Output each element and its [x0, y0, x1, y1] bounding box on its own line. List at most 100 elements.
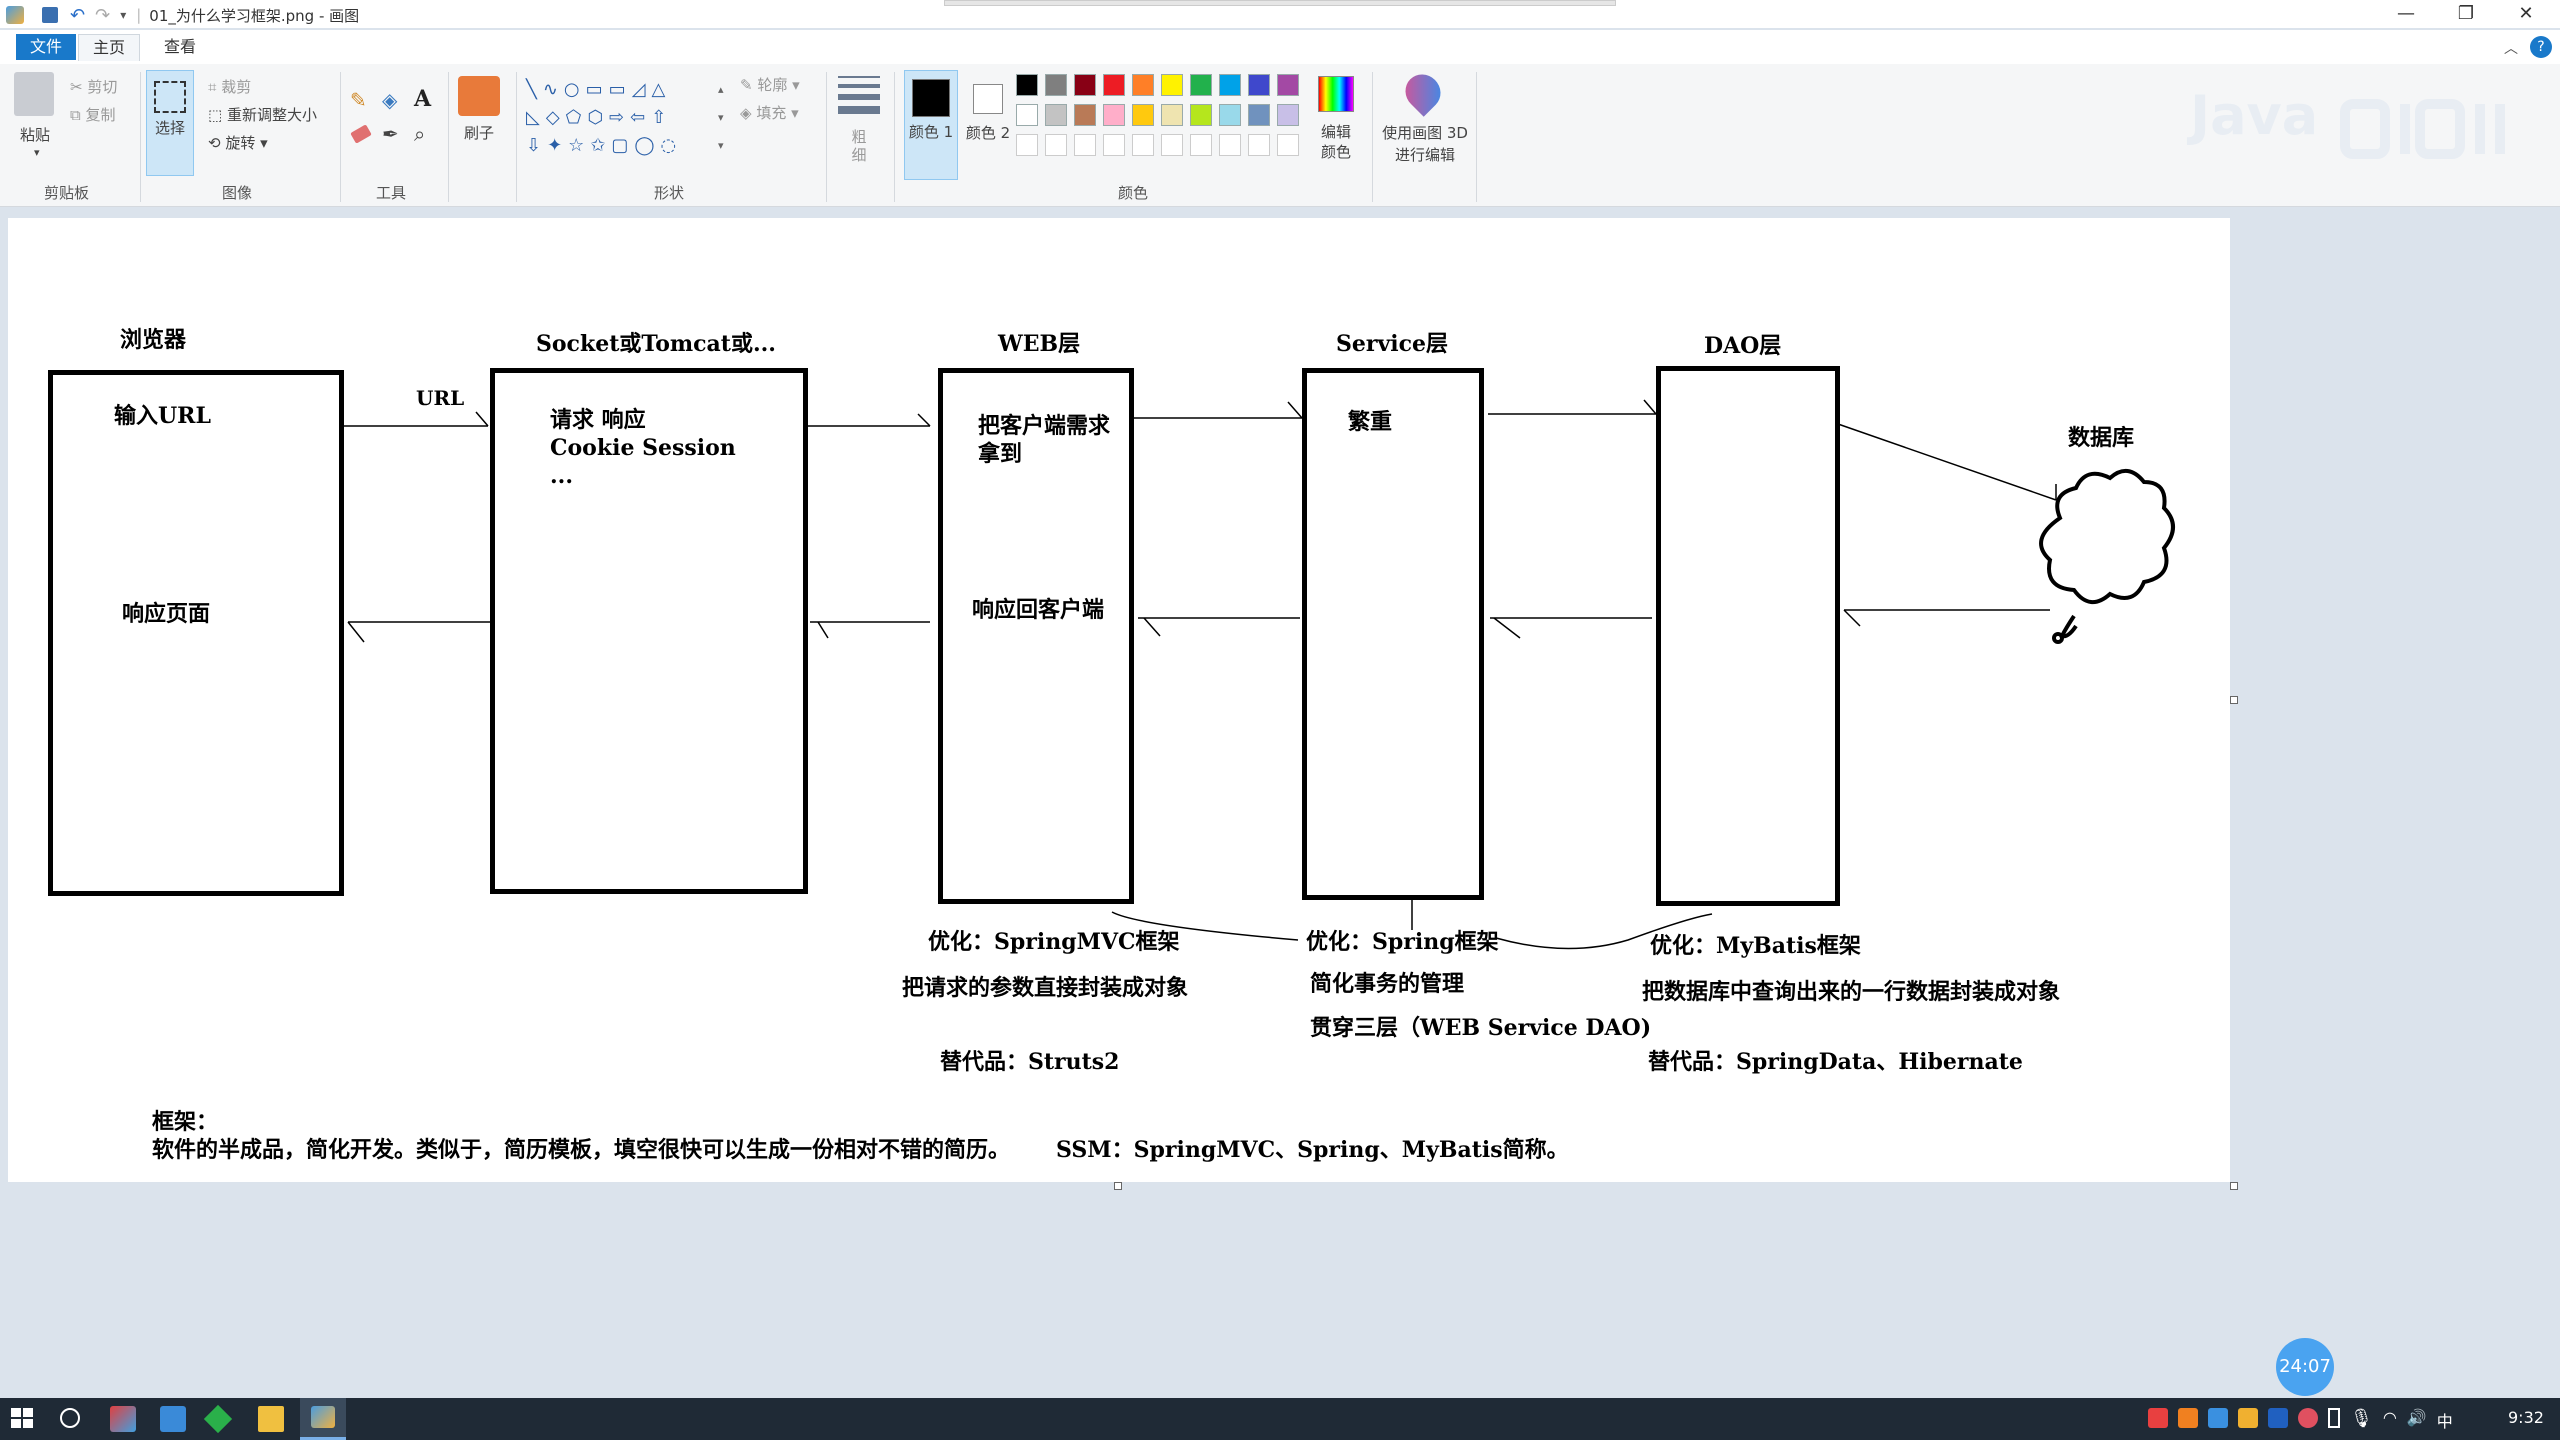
brush-icon[interactable]	[458, 76, 500, 116]
tray-icon-6[interactable]	[2298, 1408, 2318, 1428]
color-swatch[interactable]	[1045, 134, 1067, 156]
paint3d-icon[interactable]	[1398, 67, 1448, 117]
color-swatch[interactable]	[1277, 134, 1299, 156]
color-swatch[interactable]	[1016, 104, 1038, 126]
color-swatch[interactable]	[1248, 134, 1270, 156]
color-swatch[interactable]	[1103, 104, 1125, 126]
search-icon[interactable]	[58, 1406, 84, 1432]
color-swatch[interactable]	[1132, 134, 1154, 156]
collapse-ribbon-icon[interactable]: ︿	[2504, 41, 2518, 57]
color2-button[interactable]: 颜色 2	[964, 70, 1012, 180]
outline-button[interactable]: ✎ 轮廓 ▾	[740, 76, 800, 94]
color-swatch[interactable]	[1190, 104, 1212, 126]
save-icon[interactable]	[42, 7, 58, 23]
canvas-resize-handle-right[interactable]	[2230, 696, 2238, 704]
redo-icon[interactable]: ↷	[95, 4, 111, 26]
color-swatch[interactable]	[1248, 74, 1270, 96]
service-layer-content: 繁重	[1348, 409, 1393, 435]
tray-icon-1[interactable]	[2148, 1408, 2168, 1428]
ime-indicator[interactable]: 中	[2436, 1412, 2453, 1431]
network-icon[interactable]: ◠	[2382, 1408, 2397, 1427]
color-swatch[interactable]	[1277, 104, 1299, 126]
app-icon-1[interactable]	[110, 1406, 136, 1432]
tray-icon-5[interactable]	[2268, 1408, 2288, 1428]
browser-title: 浏览器	[120, 327, 187, 353]
color-swatch[interactable]	[1219, 104, 1241, 126]
cut-button[interactable]: ✂ 剪切	[70, 76, 117, 97]
socket-title: Socket或Tomcat或...	[536, 331, 776, 357]
windows-start-icon[interactable]	[10, 1406, 36, 1432]
tray-icon-4[interactable]	[2238, 1408, 2258, 1428]
color-swatch[interactable]	[1219, 74, 1241, 96]
app-icon-3[interactable]	[203, 1404, 233, 1434]
microphone-icon[interactable]: 🎙	[2350, 1408, 2373, 1429]
drawing-canvas[interactable]: 浏览器 输入URL 响应页面 URL Socket或Tomcat或... 请求 …	[8, 218, 2238, 1190]
paste-button[interactable]: 粘贴	[20, 126, 51, 144]
color-swatch[interactable]	[1016, 74, 1038, 96]
edit-colors-button[interactable]: 编辑颜色	[1320, 123, 1351, 161]
app-icon-2[interactable]	[160, 1406, 186, 1432]
canvas-resize-handle-bottom[interactable]	[1114, 1182, 1122, 1190]
copy-button[interactable]: ⧉ 复制	[70, 104, 116, 125]
crop-button[interactable]: ⌗ 裁剪	[208, 76, 251, 97]
file-explorer-icon[interactable]	[258, 1406, 284, 1432]
tab-view[interactable]: 查看	[164, 37, 197, 56]
customize-toolbar-icon[interactable]: ▾	[120, 8, 127, 22]
color-swatch[interactable]	[1219, 134, 1241, 156]
close-button[interactable]: ✕	[2518, 3, 2534, 24]
color-swatch[interactable]	[1132, 104, 1154, 126]
paste-dropdown-icon[interactable]: ▾	[34, 146, 40, 159]
color-swatch[interactable]	[1190, 134, 1212, 156]
color-swatch[interactable]	[1132, 74, 1154, 96]
color-swatch[interactable]	[1277, 74, 1299, 96]
color-swatch[interactable]	[1103, 74, 1125, 96]
video-time-badge[interactable]: 24:07	[2276, 1338, 2334, 1396]
color-swatch[interactable]	[1190, 74, 1212, 96]
help-icon[interactable]: ?	[2530, 36, 2552, 58]
volume-icon[interactable]: 🔊	[2406, 1408, 2427, 1427]
color-swatch[interactable]	[1161, 104, 1183, 126]
battery-icon[interactable]	[2328, 1408, 2340, 1428]
fill-bucket-icon[interactable]: ◈	[382, 88, 398, 112]
color-swatch[interactable]	[1103, 134, 1125, 156]
color-swatch[interactable]	[1074, 134, 1096, 156]
text-tool-icon[interactable]: A	[414, 86, 432, 112]
restore-button[interactable]: ❐	[2457, 3, 2475, 24]
edit-colors-icon[interactable]	[1318, 76, 1354, 112]
color-swatch[interactable]	[1045, 74, 1067, 96]
fill-button[interactable]: ◈ 填充 ▾	[740, 104, 799, 122]
select-button[interactable]: 选择	[146, 70, 194, 176]
paste-icon[interactable]	[14, 72, 54, 116]
tab-file[interactable]: 文件	[16, 34, 77, 60]
eraser-icon[interactable]	[350, 124, 372, 144]
color-swatch[interactable]	[1248, 104, 1270, 126]
undo-icon[interactable]: ↶	[70, 4, 86, 26]
color-swatch[interactable]	[1045, 104, 1067, 126]
line-size-icon[interactable]	[838, 76, 880, 114]
paint3d-button[interactable]: 使用画图 3D 进行编辑	[1382, 124, 1468, 164]
shapes-gallery[interactable]: ╲∿○▭▭◿△◺◇⬠⬡⇨⇦⇧⇩✦☆✩▢◯◌	[526, 79, 683, 156]
color-picker-icon[interactable]: ✒	[382, 122, 399, 146]
size-button[interactable]: 粗细	[851, 128, 867, 164]
pencil-icon[interactable]: ✎	[350, 88, 367, 112]
taskbar-clock[interactable]: 9:32	[2508, 1408, 2544, 1427]
brushes-button[interactable]: 刷子	[464, 124, 495, 142]
shapes-scroll-icon[interactable]: ▴▾▾	[718, 83, 724, 152]
color-swatch[interactable]	[1016, 134, 1038, 156]
rotate-button[interactable]: ⟲ 旋转 ▾	[208, 134, 268, 152]
group-divider	[1476, 72, 1477, 202]
tray-icon-3[interactable]	[2208, 1408, 2228, 1428]
resize-button[interactable]: ⬚ 重新调整大小	[208, 104, 317, 125]
color-swatch[interactable]	[1074, 104, 1096, 126]
color-swatch[interactable]	[1161, 134, 1183, 156]
color-swatch[interactable]	[1161, 74, 1183, 96]
color1-button[interactable]: 颜色 1	[904, 70, 958, 180]
tab-home[interactable]: 主页	[78, 34, 141, 61]
magnifier-icon[interactable]: ⌕	[414, 122, 426, 146]
tray-icon-2[interactable]	[2178, 1408, 2198, 1428]
canvas-resize-handle-corner[interactable]	[2230, 1182, 2238, 1190]
color-swatch[interactable]	[1074, 74, 1096, 96]
minimize-button[interactable]: —	[2397, 3, 2415, 24]
image-group-label: 图像	[222, 184, 253, 202]
paint-taskbar-button[interactable]	[300, 1398, 346, 1440]
